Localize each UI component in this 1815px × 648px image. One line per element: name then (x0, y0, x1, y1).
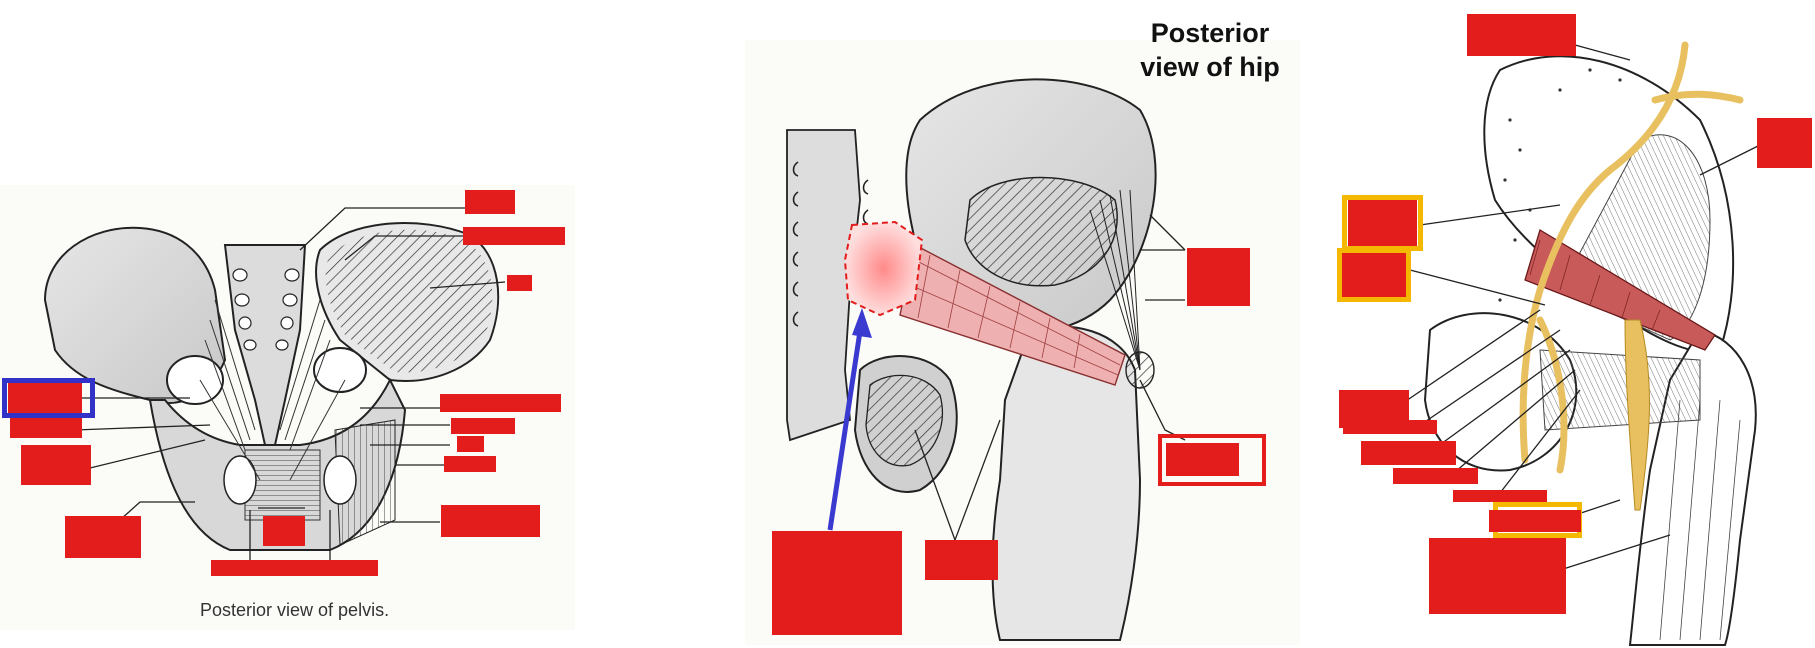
label-box-p1-5 (10, 418, 82, 438)
label-box-p1-2 (463, 227, 565, 245)
label-box-p3-4 (1342, 253, 1406, 297)
label-box-p1-4 (8, 383, 82, 413)
label-box-p3-11 (1429, 538, 1566, 614)
highlight-box-blue (2, 378, 95, 418)
hip-title: Posterior view of hip (1130, 16, 1290, 84)
pelvis-drawing (43, 207, 506, 560)
label-box-p3-10 (1489, 510, 1581, 532)
label-box-p3-1 (1467, 14, 1576, 56)
label-box-p2-4 (925, 540, 998, 580)
sciatic-drawing (1399, 41, 1761, 646)
label-box-p1-10 (457, 436, 484, 452)
hip-drawing (786, 78, 1186, 641)
label-box-p3-9 (1453, 490, 1547, 502)
label-box-p3-7 (1361, 441, 1456, 465)
label-box-p3-2 (1757, 118, 1812, 168)
label-box-p2-1 (1187, 248, 1250, 306)
label-box-p1-8 (440, 394, 561, 412)
highlight-box-yellow-2 (1337, 248, 1411, 302)
label-box-p1-12 (441, 505, 540, 537)
label-box-p2-2 (1166, 443, 1239, 476)
label-box-p1-11 (444, 456, 496, 472)
hip-title-line2: view of hip (1140, 52, 1280, 82)
label-box-p3-8 (1393, 468, 1478, 484)
label-box-p1-14 (211, 560, 378, 576)
label-box-p1-13 (263, 516, 305, 546)
label-box-p3-3 (1348, 200, 1417, 246)
label-box-p1-1 (465, 190, 515, 214)
label-box-p1-3 (507, 275, 532, 291)
highlight-box-red (1158, 434, 1266, 486)
label-box-p1-7 (65, 516, 141, 558)
label-box-p2-3 (772, 531, 902, 635)
arrow-icon (827, 308, 872, 531)
pelvis-caption: Posterior view of pelvis. (200, 600, 390, 620)
label-box-p1-6 (21, 445, 91, 485)
label-box-p3-6 (1343, 420, 1437, 434)
label-box-p1-9 (451, 418, 515, 434)
hip-title-line1: Posterior (1150, 18, 1270, 48)
